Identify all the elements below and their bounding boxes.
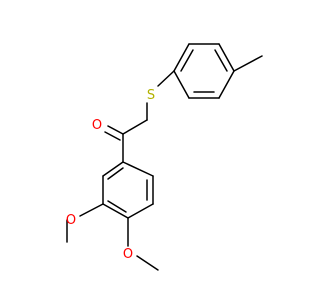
carbonyl-double-bond (104, 131, 121, 141)
atom-label-oxygen: O (92, 118, 102, 133)
bond (127, 203, 154, 219)
bond (218, 70, 235, 99)
bond (173, 43, 190, 72)
atom-label-oxygen: O (123, 247, 133, 262)
molecule-structure: O S O O (66, 43, 263, 271)
bond (157, 70, 175, 87)
bond (122, 161, 154, 177)
bond (218, 43, 235, 72)
structure-canvas: O S O O (66, 43, 263, 271)
methyl-bond (233, 55, 263, 72)
tolyl-ring (173, 43, 235, 99)
bond (214, 49, 228, 72)
bond (107, 200, 127, 213)
bond (102, 161, 124, 177)
bond (136, 255, 159, 271)
dimethoxyphenyl-ring (102, 161, 154, 219)
bond (102, 203, 129, 219)
bond (122, 119, 148, 135)
bond (107, 167, 124, 180)
bond (180, 49, 194, 72)
atom-label-sulfur: S (147, 88, 155, 103)
bond (79, 203, 104, 217)
atom-label-oxygen: O (66, 213, 76, 228)
carbonyl-double-bond (107, 125, 124, 135)
bond (173, 70, 190, 99)
